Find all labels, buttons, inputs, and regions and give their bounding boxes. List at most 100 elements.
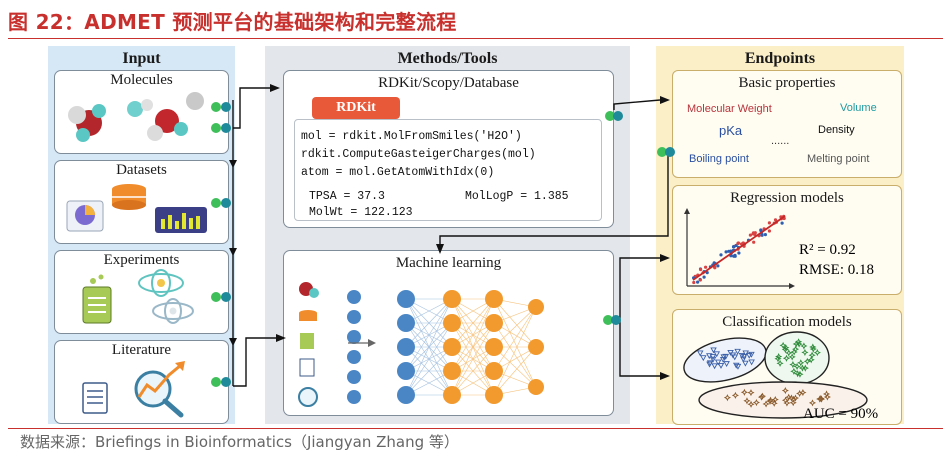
metric-molwt: MolWt = 122.123	[309, 206, 413, 219]
regression-rmse: RMSE: 0.18	[799, 262, 875, 278]
classification-point	[797, 359, 805, 367]
experiments-icon	[82, 269, 194, 324]
classification-point	[740, 388, 748, 396]
regression-point	[698, 278, 702, 282]
nn-node	[443, 290, 461, 308]
input-panel-literature: Literature	[54, 340, 229, 424]
classification-point	[796, 370, 804, 378]
classification-point	[785, 349, 793, 357]
nn-node	[347, 350, 361, 364]
classification-point	[793, 362, 801, 371]
experiments-label: Experiments	[103, 252, 180, 268]
classification-point	[808, 399, 817, 407]
classification-point	[817, 395, 826, 403]
nn-node	[347, 390, 361, 404]
classification-panel: Classification models AUC = 90%	[672, 309, 902, 425]
classification-point	[740, 356, 747, 363]
metric-tpsa: TPSA = 37.3	[309, 190, 385, 203]
classification-point	[791, 394, 800, 402]
prop-boiling-point: Boiling point	[689, 153, 749, 165]
nn-node	[528, 339, 544, 355]
regression-point	[719, 253, 723, 257]
regression-point	[702, 275, 706, 279]
code-line-3: atom = mol.GetAtomWithIdx(0)	[301, 166, 495, 179]
nn-node	[443, 362, 461, 380]
input-header: Input	[122, 50, 161, 67]
classification-point	[787, 394, 796, 402]
datasets-label: Datasets	[116, 162, 167, 178]
regression-point	[737, 251, 741, 255]
classification-point	[710, 347, 717, 354]
code-line-2: rdkit.ComputeGasteigerCharges(mol)	[301, 148, 536, 161]
classification-point	[731, 391, 739, 399]
classification-point	[706, 353, 713, 360]
ml-input-icons	[298, 282, 319, 407]
classification-point	[801, 348, 809, 356]
regression-point	[699, 267, 703, 272]
prop-density: Density	[818, 124, 855, 136]
nn-node	[528, 379, 544, 395]
classification-point	[789, 360, 797, 369]
ml-panel-title: Machine learning	[395, 255, 502, 271]
regression-scatter-plot	[684, 208, 795, 289]
classification-point	[790, 367, 798, 375]
rdkit-code-box: mol = rdkit.MolFromSmiles('H2O') rdkit.C…	[294, 119, 602, 221]
nn-node	[443, 338, 461, 356]
title-rule	[8, 38, 943, 39]
footer-rule	[8, 428, 943, 429]
code-line-1: mol = rdkit.MolFromSmiles('H2O')	[301, 130, 522, 143]
classification-point	[799, 388, 807, 397]
nn-node	[347, 310, 361, 324]
endpoints-header: Endpoints	[744, 50, 816, 67]
regression-point	[724, 250, 728, 254]
figure-source: 数据来源：Briefings in Bioinformatics（Jiangya…	[20, 433, 459, 451]
molecules-label: Molecules	[110, 72, 173, 88]
classification-point	[794, 370, 802, 378]
nn-node	[443, 386, 461, 404]
nn-node	[397, 314, 415, 332]
basic-properties-panel: Basic properties Molecular Weight Volume…	[672, 70, 902, 178]
regression-point	[713, 266, 717, 270]
prop-molecular-weight: Molecular Weight	[687, 103, 772, 115]
methods-header: Methods/Tools	[397, 50, 498, 67]
classification-point	[822, 390, 831, 398]
rdkit-badge: RDKit	[312, 97, 400, 119]
prop-ellipsis: ......	[771, 135, 790, 147]
classification-point	[790, 348, 798, 356]
regression-point	[731, 245, 736, 249]
nn-node	[347, 370, 361, 384]
figure-title: 图 22：ADMET 预测平台的基础架构和完整流程	[8, 10, 457, 34]
regression-point	[767, 221, 771, 225]
classification-point	[807, 356, 815, 364]
classification-point	[776, 359, 784, 367]
input-panel-datasets: Datasets	[54, 160, 229, 244]
nn-node	[485, 290, 503, 308]
rdkit-badge-label: RDKit	[336, 100, 376, 115]
classification-point	[722, 353, 730, 360]
classification-point	[713, 351, 721, 358]
nn-node	[397, 362, 415, 380]
regression-point	[767, 229, 771, 233]
regression-panel: Regression models R² = 0.92 RMSE: 0.18	[672, 185, 902, 295]
regression-point	[732, 254, 736, 258]
classification-point	[775, 353, 783, 361]
nn-node	[485, 338, 503, 356]
classification-point	[747, 389, 755, 397]
nn-node	[347, 330, 361, 344]
classification-point	[757, 393, 766, 401]
classification-point	[800, 342, 808, 350]
rdkit-panel: RDKit/Scopy/Database RDKit mol = rdkit.M…	[283, 70, 614, 228]
nn-node	[397, 338, 415, 356]
basic-properties-title: Basic properties	[738, 75, 836, 91]
nn-node	[485, 362, 503, 380]
classification-point	[747, 400, 755, 408]
classification-point	[711, 363, 718, 370]
classification-point	[719, 356, 727, 363]
regression-point	[760, 233, 764, 237]
regression-point	[727, 249, 731, 253]
regression-point	[736, 241, 740, 246]
nn-node	[397, 386, 415, 404]
classification-point	[723, 394, 731, 402]
classification-point	[700, 355, 707, 362]
classification-point	[731, 354, 739, 361]
